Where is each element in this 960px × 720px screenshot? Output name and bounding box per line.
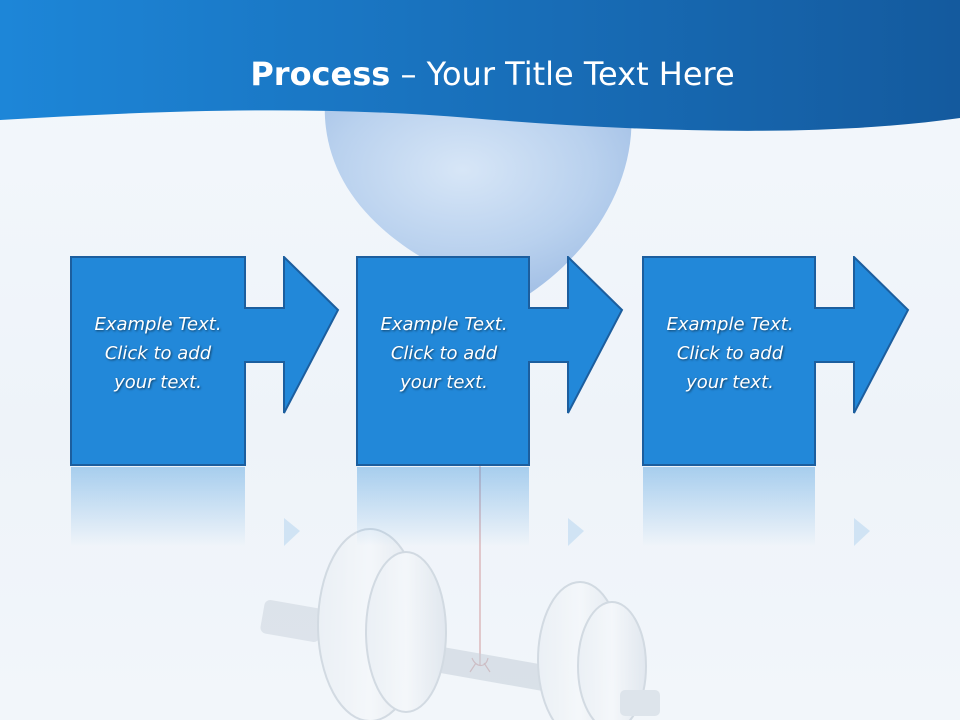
process-step-1[interactable]: Example Text. Click to add your text. [70, 256, 370, 546]
step-line-2: Click to add [676, 343, 784, 364]
process-step-3[interactable]: Example Text. Click to add your text. [642, 256, 942, 546]
arrow-box-shape [642, 256, 910, 546]
step-line-1: Example Text. [380, 314, 508, 335]
title-bold: Process [250, 55, 391, 93]
step-line-2: Click to add [104, 343, 212, 364]
step-line-3: your text. [686, 372, 774, 393]
title-rest: Your Title Text Here [426, 55, 735, 93]
title-banner [0, 0, 960, 131]
step-text: Example Text. Click to add your text. [358, 310, 530, 397]
step-line-1: Example Text. [666, 314, 794, 335]
step-text: Example Text. Click to add your text. [644, 310, 816, 397]
step-line-3: your text. [400, 372, 488, 393]
process-step-2[interactable]: Example Text. Click to add your text. [356, 256, 656, 546]
balloon-image [324, 100, 632, 300]
step-line-1: Example Text. [94, 314, 222, 335]
step-line-3: your text. [114, 372, 202, 393]
page-title: Process – Your Title Text Here [0, 52, 960, 96]
step-text: Example Text. Click to add your text. [72, 310, 244, 397]
arrow-box-shape [356, 256, 624, 546]
title-dash: – [390, 55, 427, 93]
step-line-2: Click to add [390, 343, 498, 364]
arrow-box-shape [70, 256, 340, 546]
dumbbell-image [260, 528, 660, 720]
